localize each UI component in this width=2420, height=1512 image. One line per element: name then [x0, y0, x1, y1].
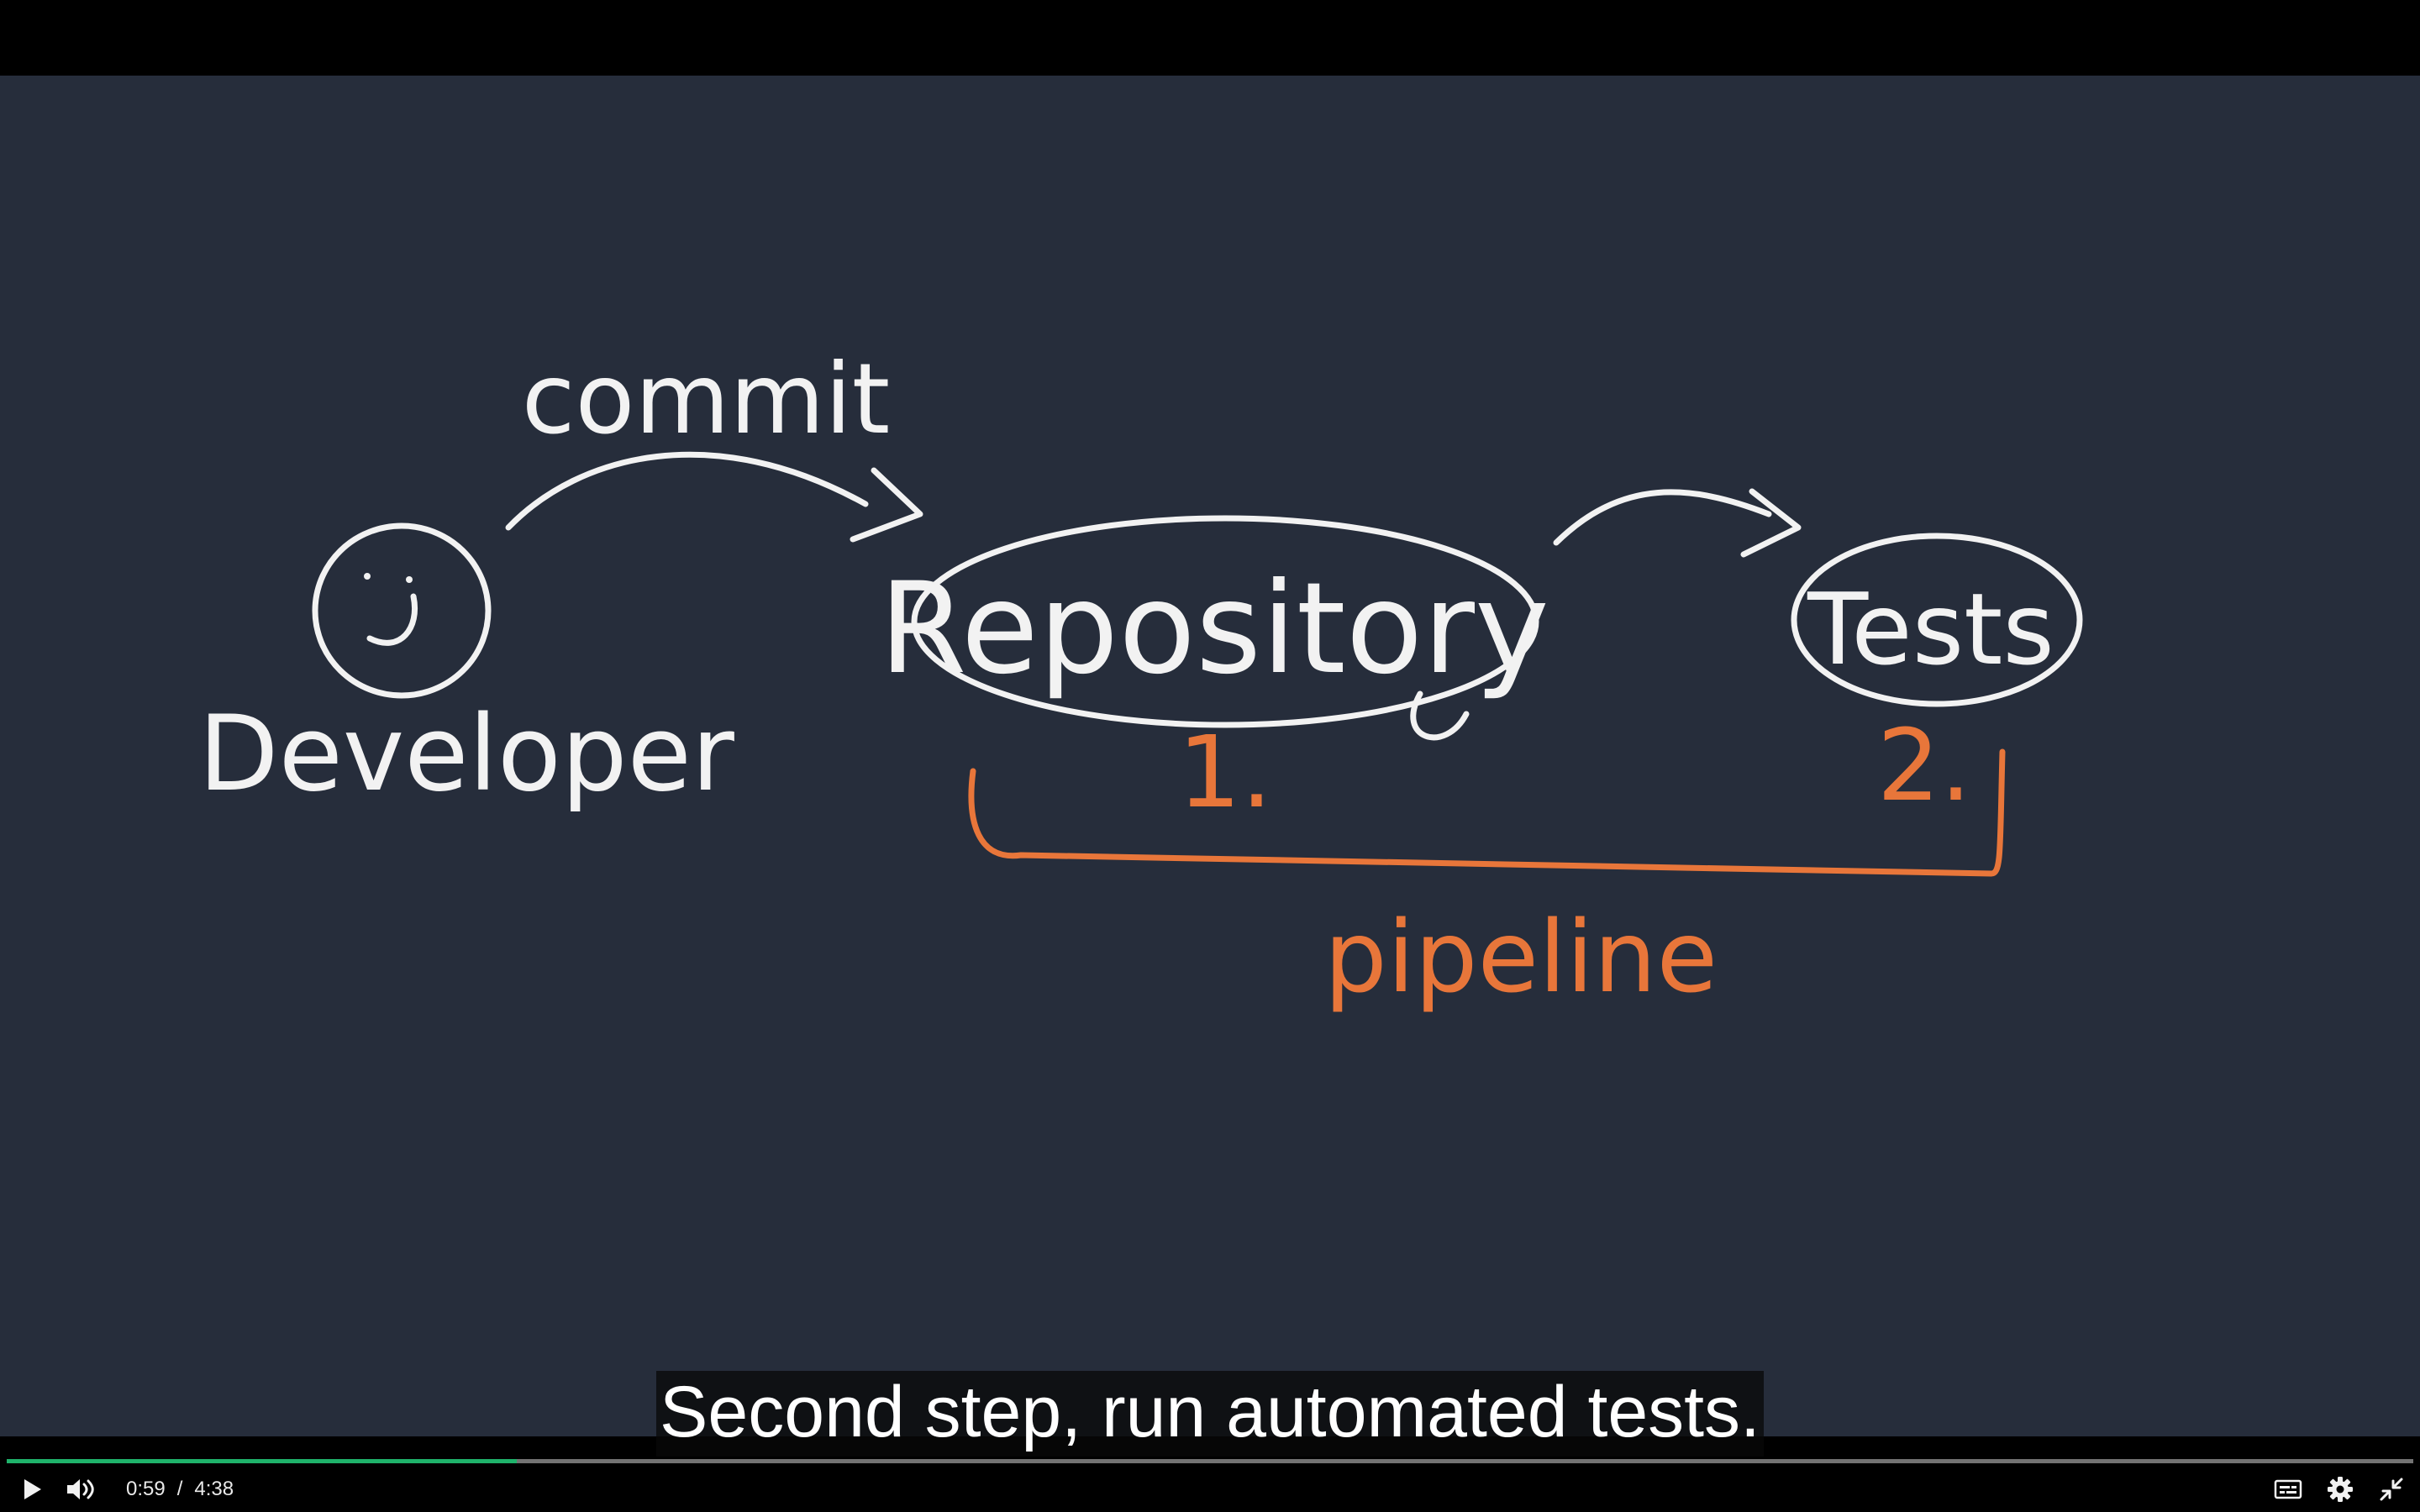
exit-fullscreen-icon: [2380, 1478, 2403, 1500]
repository-ellipse: [911, 515, 1539, 741]
progress-bar[interactable]: [7, 1459, 2413, 1463]
volume-icon: [67, 1478, 94, 1499]
time-separator: /: [176, 1477, 183, 1500]
developer-smiley-icon: [312, 522, 492, 699]
developer-label: Developer: [198, 694, 734, 815]
settings-button[interactable]: [2323, 1466, 2358, 1512]
volume-button[interactable]: [62, 1466, 99, 1512]
play-icon: [24, 1478, 41, 1499]
progress-fill: [7, 1459, 518, 1463]
captions-button[interactable]: [2270, 1466, 2306, 1512]
step-one-label: 1.: [1178, 714, 1273, 830]
subtitle-caption: Second step, run automated tests.: [656, 1371, 1764, 1457]
gear-icon: [2328, 1476, 2353, 1502]
whiteboard-background: [0, 76, 2420, 1436]
duration: 4:38: [194, 1477, 234, 1500]
step-two-label: 2.: [1877, 707, 1972, 823]
repository-label: Repository: [879, 556, 1549, 702]
video-frame[interactable]: Developer commit Repository Tes: [0, 76, 2420, 1436]
caption-area: Second step, run automated tests.: [0, 1371, 2420, 1457]
tests-ellipse: [1791, 533, 2083, 707]
tests-label: Tests: [1807, 571, 2054, 687]
pipeline-bracket: [968, 748, 2006, 877]
whiteboard-drawing: Developer commit Repository Tes: [0, 76, 2420, 1436]
commit-label: commit: [522, 343, 890, 456]
pipeline-label: pipeline: [1324, 899, 1718, 1015]
tests-arrow: [1553, 488, 1802, 558]
play-button[interactable]: [15, 1466, 49, 1512]
current-time: 0:59: [126, 1477, 166, 1500]
time-display: 0:59 / 4:38: [126, 1466, 234, 1512]
captions-icon: [2274, 1479, 2302, 1499]
exit-fullscreen-button[interactable]: [2375, 1466, 2408, 1512]
control-bar: 0:59 / 4:38: [0, 1466, 2420, 1512]
commit-arrow: [505, 451, 923, 543]
